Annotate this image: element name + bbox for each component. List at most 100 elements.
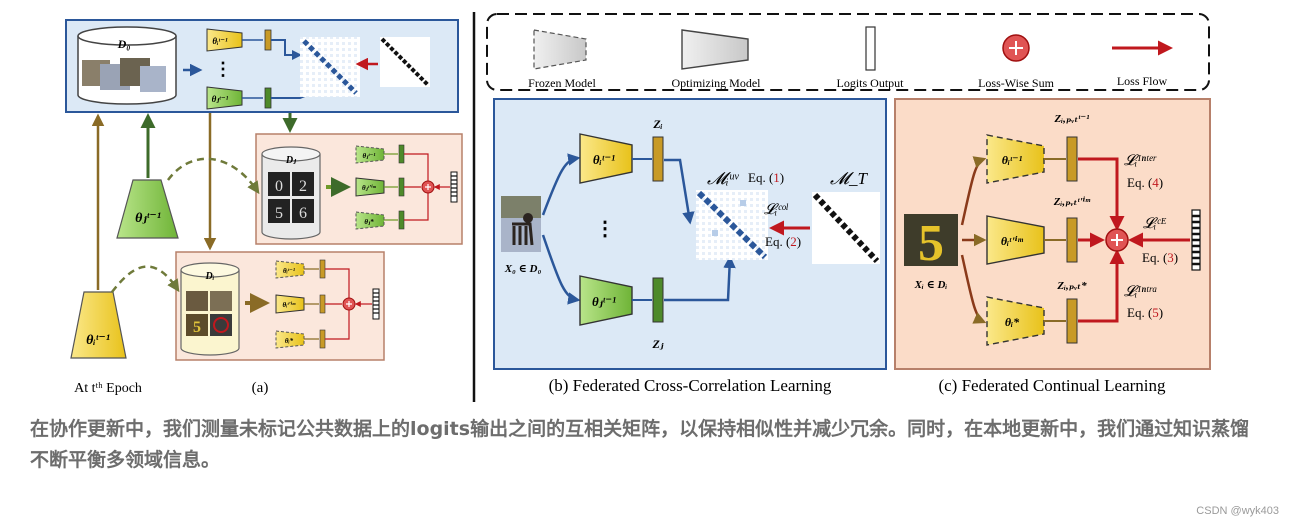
legend-loss-sum: Loss-Wise Sum [978,76,1055,90]
svg-text:θⱼᵗ⁻¹: θⱼᵗ⁻¹ [212,94,229,104]
lintra-label: 𝓛ᵢᴵⁿᵗʳᵃ [1124,284,1158,300]
z-prev-logits [1066,136,1078,182]
database-di-icon: 5 [180,262,240,356]
arrow-zi-matrix [664,158,695,225]
z-star-label: Zᵢ,ₚᵥₜ* [1056,280,1087,292]
arrow-inter-loss [1078,157,1125,231]
theta-i-star-model-c: θᵢ* [986,296,1045,346]
theta-i-prev-model-c: θᵢᵗ⁻¹ [986,134,1045,184]
legend-loss-flow: Loss Flow [1117,74,1168,88]
ground-truth-label-bar [1191,209,1201,271]
svg-text:θⱼᵗ⁻¹: θⱼᵗ⁻¹ [592,294,616,309]
theta-j-model-b: θⱼᵗ⁻¹ [579,275,633,326]
loss-sum-node [1105,228,1129,252]
watermark: CSDN @wyk403 [1196,505,1279,517]
svg-text:θᵢ*: θᵢ* [285,337,294,345]
panel-c-label: (c) Federated Continual Learning [938,376,1166,395]
z-im-logits [1066,217,1078,263]
logits-swatch [865,26,876,71]
client-j-models: θⱼᵗ⁻¹ θⱼᵗ'ⁱᵐ θⱼ* [355,144,458,230]
svg-text:5: 5 [193,319,201,336]
theta-i-global-model: θᵢᵗ⁻¹ [70,291,127,359]
vertical-dots: ⋮ [214,59,232,79]
svg-text:5: 5 [275,205,283,222]
vertical-dots-b: ⋮ [595,218,615,240]
epoch-label: At tᵗʰ Epoch [74,381,142,396]
svg-text:θᵢᵗ⁻¹: θᵢᵗ⁻¹ [593,152,615,167]
arrow-zj-matrix [664,255,736,302]
eq5-label: Eq. (5) [1127,305,1163,320]
database-dj-icon: 0 2 5 6 [261,146,321,240]
legend-optimizing: Optimizing Model [672,76,762,90]
d0-label: D₀ [117,37,131,51]
theta-j-model-top: θⱼᵗ⁻¹ [206,86,243,110]
svg-text:6: 6 [299,205,307,222]
theta-i-model-top: θᵢᵗ⁻¹ [206,28,243,52]
z-im-label: Zᵢ,ₚᵥₜᵗ'ⁱᵐ [1053,196,1092,208]
panel-a-label: (a) [252,380,269,396]
x0-label: X₀ ∈ D₀ [504,263,542,275]
legend-logits: Logits Output [836,76,904,90]
panel-b: X₀ ∈ D₀ θᵢᵗ⁻¹ ⋮ θⱼᵗ⁻¹ Zᵢ Zⱼ 𝓜ᵢᵘᵛ Eq. (1)… [493,98,887,395]
linter-label: 𝓛ᵢᴵⁿᵗᵉʳ [1124,153,1157,169]
svg-text:θᵢᵗ'ⁱᵐ: θᵢᵗ'ⁱᵐ [283,301,297,309]
database-d0-icon [77,26,177,105]
arrow-x0-theta-j [541,234,581,305]
eq2-label: Eq. (2) [765,234,801,249]
svg-text:θᵢᵗ⁻¹: θᵢᵗ⁻¹ [86,333,110,348]
theta-j-global-model: θⱼᵗ⁻¹ [116,179,179,239]
svg-text:θⱼᵗ'ⁱᵐ: θⱼᵗ'ⁱᵐ [362,184,377,192]
z-star-logits [1066,298,1078,344]
logits-top [264,29,272,51]
eq3-label: Eq. (3) [1142,250,1178,265]
lcol-label: 𝓛ᵢᶜᵒˡ [764,202,789,218]
dog-image [501,196,541,252]
lce-label: 𝓛ᵢᶜᴱ [1143,216,1166,232]
svg-text:θⱼ*: θⱼ* [364,218,374,226]
cross-correlation-matrix-a [300,37,360,97]
legend: Frozen Model Optimizing Model Logits Out… [486,13,1210,91]
panel-c: 5 Xᵢ ∈ Dᵢ θᵢᵗ⁻¹ θᵢᵗ'ⁱᵐ θᵢ* Zᵢ,ₚᵥₜᵗ⁻¹ Zᵢ,… [894,98,1211,395]
eq1-label: Eq. (1) [748,170,784,185]
legend-frozen: Frozen Model [528,76,596,90]
identity-matrix-b [812,192,880,264]
frozen-model-swatch [533,29,587,70]
panel-b-label: (b) Federated Cross-Correlation Learning [549,376,832,395]
svg-text:θⱼᵗ⁻¹: θⱼᵗ⁻¹ [135,211,161,226]
dj-label: Dⱼ [285,155,297,166]
arrow-x0-theta-i [541,153,581,216]
theta-i-im-model-c: θᵢᵗ'ⁱᵐ [986,215,1045,265]
svg-text:0: 0 [275,178,283,195]
svg-text:θᵢᵗ'ⁱᵐ: θᵢᵗ'ⁱᵐ [1001,234,1024,248]
svg-text:θⱼᵗ⁻¹: θⱼᵗ⁻¹ [363,152,376,160]
xi-label: Xᵢ ∈ Dᵢ [914,279,948,291]
digit-five-image: 5 [904,214,958,272]
svg-text:θᵢᵗ⁻¹: θᵢᵗ⁻¹ [1002,153,1023,167]
arrow-xi-prev [960,156,987,226]
zj-logits [652,277,664,323]
zi-logits [652,136,664,182]
zj-label: Zⱼ [651,337,663,351]
svg-text:θᵢ*: θᵢ* [1005,315,1020,329]
svg-text:5: 5 [918,215,944,272]
svg-text:2: 2 [299,178,307,195]
arrow-intra-loss [1078,249,1125,323]
muv-label: 𝓜ᵢᵘᵛ [707,169,740,188]
panel-a: D₀ θᵢᵗ⁻¹ ⋮ θⱼᵗ⁻¹ [65,19,463,396]
arrow-to-matrix-top [271,39,302,60]
loss-sum-icon [1002,34,1030,62]
arrow-distill-i [111,265,180,293]
caption-text: 在协作更新中，我们测量未标记公共数据上的logits输出之间的互相关矩阵，以保持… [30,418,1250,471]
cross-correlation-matrix-b [696,190,768,260]
di-label: Dᵢ [205,271,215,282]
mt-label: 𝓜_T [830,169,869,188]
theta-i-model-b: θᵢᵗ⁻¹ [579,133,633,184]
optimizing-model-swatch [681,29,749,70]
svg-text:θᵢᵗ⁻¹: θᵢᵗ⁻¹ [212,36,228,46]
identity-matrix-a [380,37,430,87]
zi-label: Zᵢ [652,117,662,131]
arrow-xi-star [960,254,987,324]
eq4-label: Eq. (4) [1127,175,1163,190]
arrow-distill-j [166,157,260,195]
svg-text:θᵢᵗ⁻¹: θᵢᵗ⁻¹ [283,267,295,275]
